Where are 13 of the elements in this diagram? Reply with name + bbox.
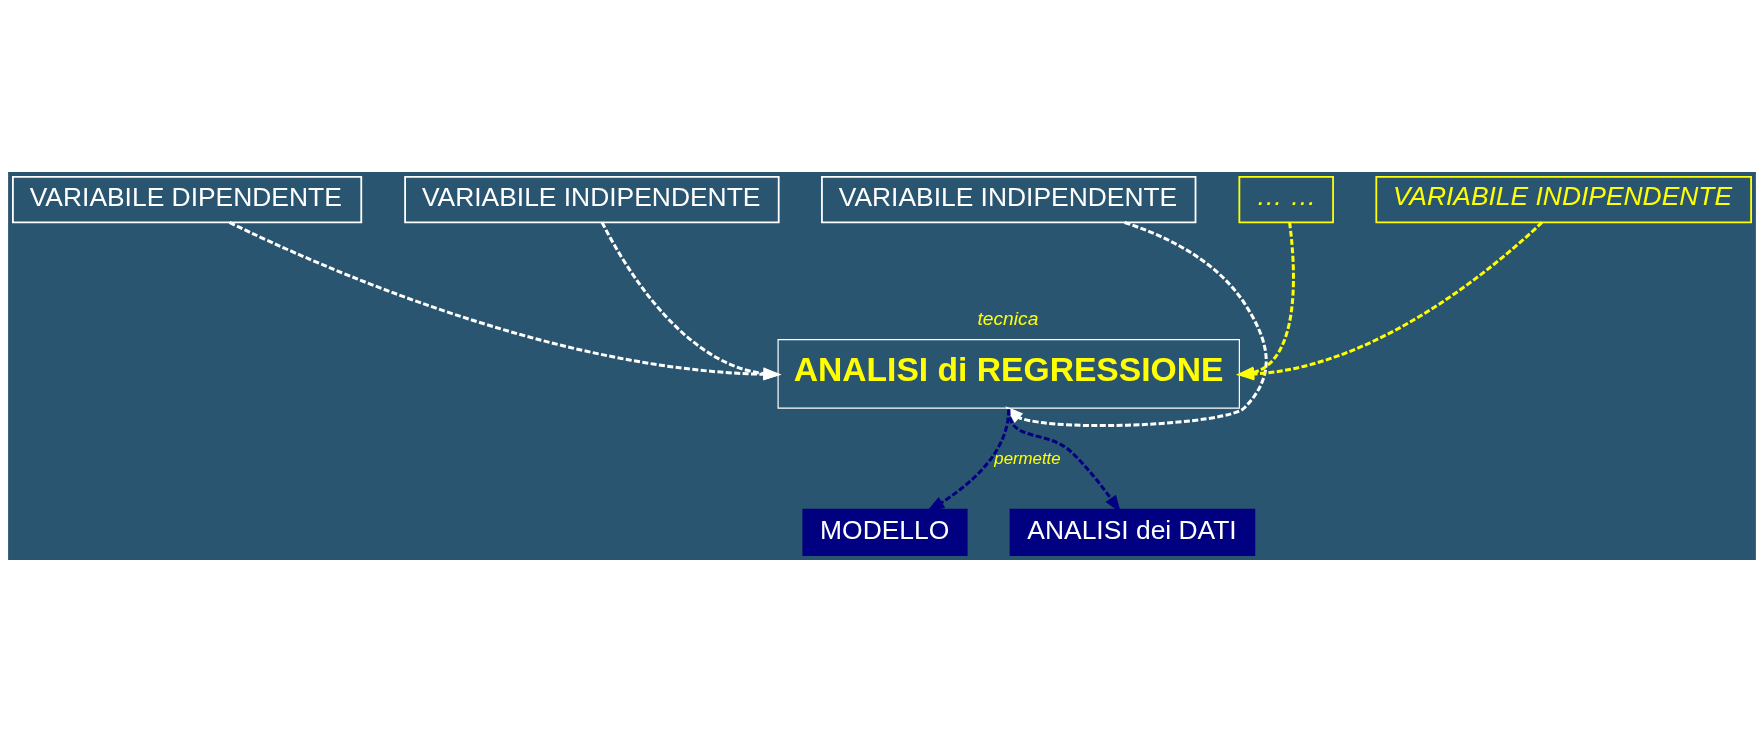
node-label: tecnica	[977, 307, 1039, 329]
node-box: VARIABILE INDIPENDENTE	[404, 175, 780, 224]
arrow	[600, 221, 782, 380]
node-box: ANALISI dei DATI	[1009, 508, 1256, 557]
node-box: VARIABILE DIPENDENTE	[12, 175, 363, 224]
arrow	[228, 221, 782, 381]
node-box: VARIABILE INDIPENDENTE	[821, 175, 1197, 224]
node-box: VARIABILE INDIPENDENTE	[1375, 175, 1752, 224]
node-box: ANALISI di REGRESSIONE	[777, 338, 1240, 409]
node-box: … …	[1238, 175, 1334, 224]
edge-label: permette	[994, 449, 1061, 469]
node-box: MODELLO	[802, 508, 968, 557]
arrow	[1005, 221, 1268, 428]
